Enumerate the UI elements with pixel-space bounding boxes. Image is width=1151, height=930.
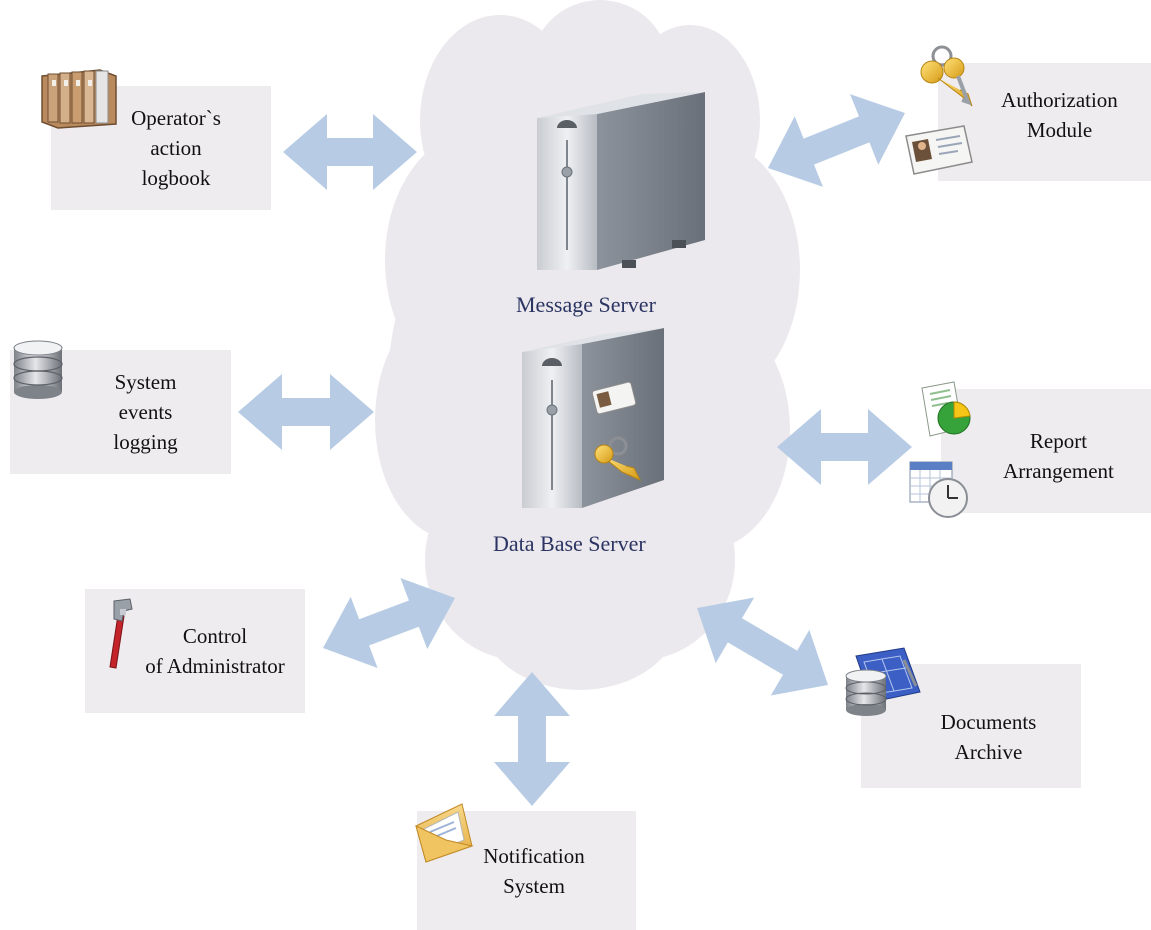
database-server-label: Data Base Server <box>493 531 646 556</box>
arrow-system-events <box>238 374 374 450</box>
notification-label-line1: Notification <box>483 843 585 868</box>
documents-archive-label-line2: Archive <box>954 740 1023 764</box>
system-events-label-line3: logging <box>113 430 178 454</box>
notification-label-line2: System <box>503 873 565 898</box>
calendar-clock-icon <box>909 461 968 518</box>
arrow-report-arrangement <box>777 409 912 485</box>
arrow-notification <box>494 672 570 806</box>
report-arrangement-label-line1: Report <box>1029 429 1088 453</box>
operator-logbook-label-line2: action <box>150 136 202 160</box>
authorization-label-line1: Authorization <box>1001 88 1118 112</box>
system-events-label-line2: events <box>118 400 173 424</box>
control-admin-label-line1: Control <box>182 624 248 648</box>
message-server-label: Message Server <box>516 292 656 317</box>
report-arrangement-box: Report Arrangement <box>941 389 1151 513</box>
documents-archive-label-line1: Documents <box>940 710 1037 734</box>
id-card-icon <box>905 125 973 175</box>
envelope-icon <box>415 803 474 863</box>
pipe-wrench-icon <box>109 598 133 669</box>
key-icon <box>920 45 973 107</box>
arrow-control-admin <box>323 578 455 668</box>
documents-archive-box: Documents Archive <box>861 664 1081 788</box>
database-icon <box>13 340 63 399</box>
authorization-box: Authorization Module <box>938 63 1151 181</box>
report-chart-icon <box>921 381 971 437</box>
arrow-documents-archive <box>697 597 828 696</box>
operator-logbook-label-line3: logbook <box>141 166 211 190</box>
connection-arrows <box>238 94 912 806</box>
arrow-operator-logbook <box>283 114 417 190</box>
database-blueprint-icon <box>845 647 921 716</box>
folder-archive-icon <box>41 69 117 129</box>
database-server-icon <box>522 328 664 508</box>
authorization-label-line2: Module <box>1026 118 1093 142</box>
system-events-label-line1: System <box>114 370 177 394</box>
report-arrangement-label-line2: Arrangement <box>1003 459 1114 483</box>
operator-logbook-label-line1: Operator`s <box>131 106 221 130</box>
control-admin-label-line2: of Administrator <box>145 654 285 678</box>
message-server-icon <box>537 92 705 270</box>
arrow-authorization <box>768 94 905 187</box>
